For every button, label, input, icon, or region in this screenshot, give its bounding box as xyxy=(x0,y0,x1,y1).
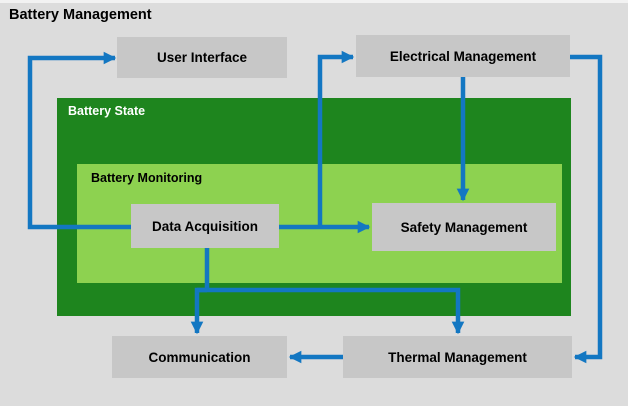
diagram-title: Battery Management xyxy=(9,7,152,23)
node-safety-management: Safety Management xyxy=(372,203,556,251)
node-thermal-management: Thermal Management xyxy=(343,336,572,378)
node-user-interface: User Interface xyxy=(117,37,287,78)
node-communication: Communication xyxy=(112,336,287,378)
top-edge-strip xyxy=(0,0,628,3)
battery-monitoring-label: Battery Monitoring xyxy=(91,171,203,185)
node-electrical-management: Electrical Management xyxy=(356,35,570,77)
node-data-acquisition: Data Acquisition xyxy=(131,204,279,248)
edge-electrical-management-to-thermal-management xyxy=(570,54,603,364)
battery-state-label: Battery State xyxy=(68,104,146,118)
